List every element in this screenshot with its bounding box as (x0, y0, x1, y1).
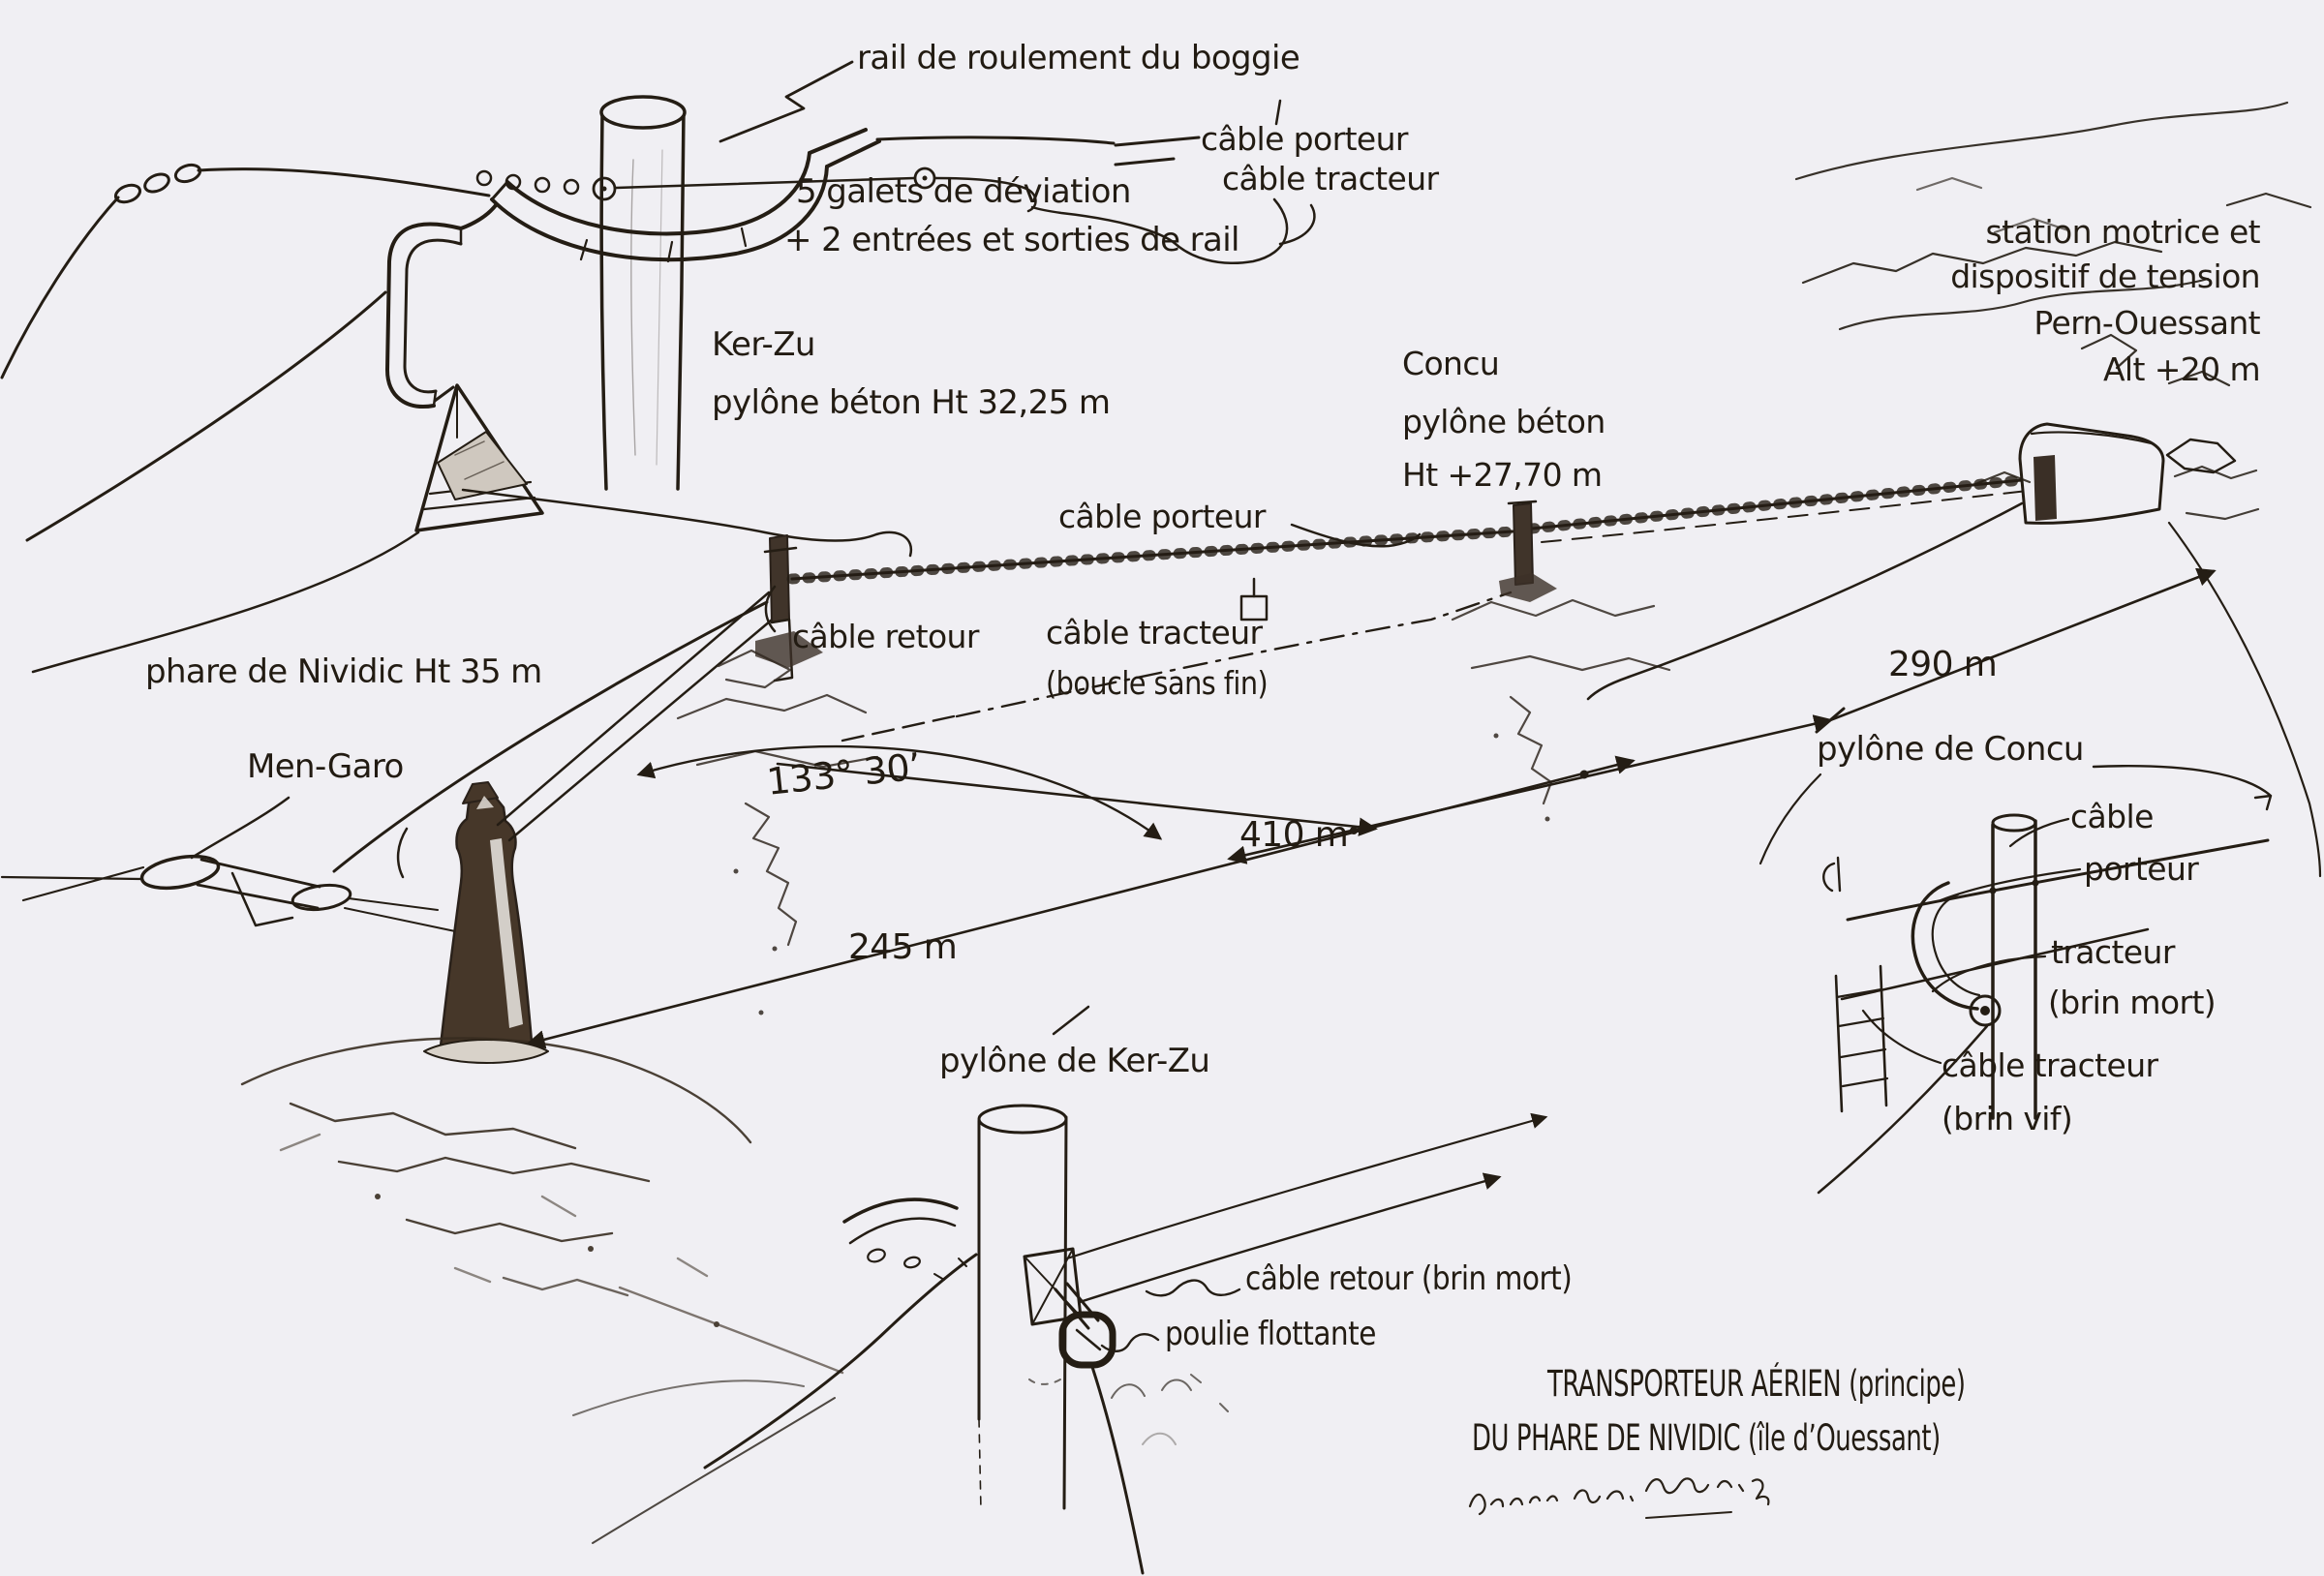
shoreline-right (2167, 521, 2322, 878)
mengaro-leader (190, 796, 290, 860)
mengaro-drawing (0, 796, 456, 932)
label-dim-290m: 290 m (1888, 645, 1998, 684)
return-cable-overview (332, 600, 769, 873)
label-boucle-sans-fin: (boucle sans fin) (1046, 664, 1269, 702)
label-entrees-sorties: + 2 entrées et sorties de rail (784, 221, 1240, 259)
carrier-cable-overview (786, 469, 2086, 585)
signature-handwriting (1468, 1477, 1770, 1519)
label-dispositif-tension: dispositif de tension (1950, 258, 2260, 295)
kerzu-base-leader (1052, 1005, 1090, 1036)
label-dim-410m: 410 m (1239, 815, 1349, 855)
label-pylone-de-kerzu: pylône de Ker-Zu (939, 1042, 1210, 1080)
route-overview-drawing (0, 101, 2322, 1375)
label-concu-cable-tracteur: câble tracteur (1942, 1046, 2158, 1084)
label-cable-tracteur-mid: câble tracteur (1046, 614, 1263, 652)
label-kerzu-name: Ker-Zu (712, 325, 815, 364)
label-pylone-de-concu: pylône de Concu (1817, 730, 2084, 769)
label-cable-retour-mid: câble retour (792, 618, 979, 655)
concu-overview-tower-drawing (1451, 500, 1671, 822)
title-line-1: TRANSPORTEUR AÉRIEN (principe) (1547, 1363, 1966, 1405)
galets-drawing (475, 167, 1037, 213)
kerzu-base-detail-drawing (572, 1005, 1548, 1575)
label-rail-de-roulement: rail de roulement du boggie (857, 39, 1300, 77)
chain-links-drawing (113, 163, 491, 204)
kerzu-top-detail-drawing (0, 60, 1316, 674)
retour-mid-leader (764, 585, 777, 633)
label-galets: 5 galets de déviation (796, 172, 1131, 211)
label-concu-spec2: Ht +27,70 m (1402, 456, 1603, 494)
gondola-basket-drawing (414, 383, 544, 532)
label-cable-tracteur-top: câble tracteur (1222, 160, 1439, 197)
label-men-garo: Men-Garo (247, 747, 404, 786)
label-pern-ouessant: Pern-Ouessant (2034, 304, 2260, 342)
label-poulie-flottante: poulie flottante (1165, 1315, 1376, 1353)
label-phare-nividic: phare de Nividic Ht 35 m (145, 652, 542, 691)
label-alt-20m: Alt +20 m (2102, 350, 2261, 388)
label-concu-brin-mort: (brin mort) (2048, 984, 2217, 1021)
rail-label-leader (719, 60, 854, 143)
label-concu-brin-vif: (brin vif) (1942, 1100, 2073, 1137)
title-line-2: DU PHARE DE NIVIDIC (île d’Ouessant) (1472, 1417, 1941, 1459)
lighthouse-drawing (396, 591, 779, 1064)
label-cable-retour-brin-mort: câble retour (brin mort) (1245, 1259, 1573, 1298)
coast-rocks-drawing (1794, 101, 2312, 387)
label-concu-tracteur: tracteur (2051, 933, 2175, 971)
label-cable-porteur-top: câble porteur (1201, 120, 1409, 158)
label-concu-name: Concu (1402, 345, 1500, 382)
label-concu-spec1: pylône béton (1402, 403, 1605, 440)
label-dim-245m: 245 m (848, 927, 958, 967)
dimension-lines (526, 567, 2217, 1049)
shoreline-left (1586, 501, 2024, 701)
concu-detail-drawing (1758, 765, 2273, 1195)
porteur-mid-leader (1290, 523, 1422, 548)
label-cable-porteur-mid: câble porteur (1058, 498, 1267, 535)
label-station-motrice: station motrice et (1985, 213, 2261, 251)
label-kerzu-spec: pylône béton Ht 32,25 m (712, 383, 1111, 422)
label-concu-porteur: porteur (2084, 850, 2199, 888)
station-hut-drawing (1973, 422, 2260, 525)
tractor-cable-overview (841, 485, 2073, 743)
label-concu-cable: câble (2070, 798, 2154, 835)
lighthouse-rocks-drawing (240, 1037, 844, 1375)
